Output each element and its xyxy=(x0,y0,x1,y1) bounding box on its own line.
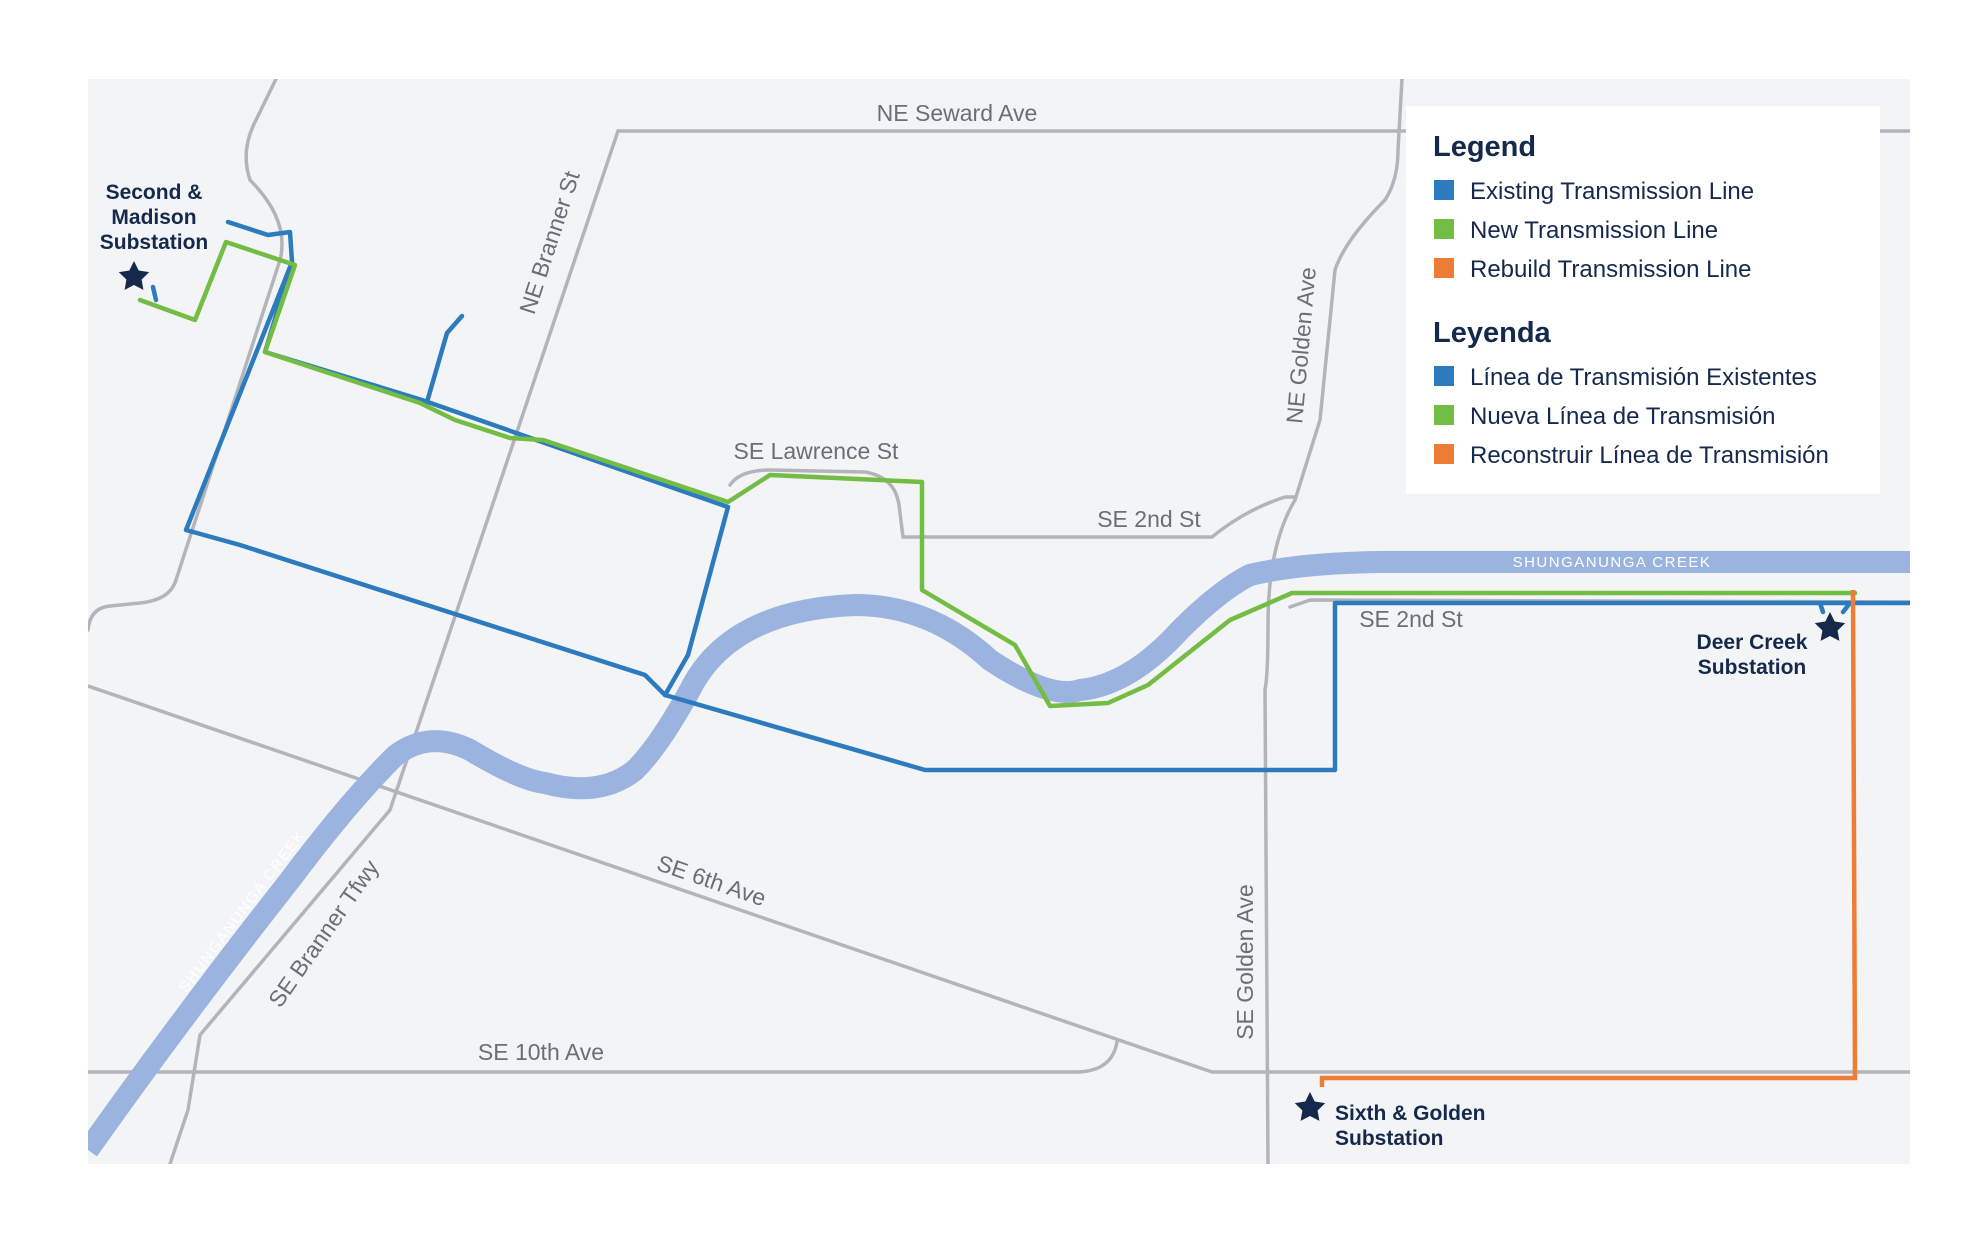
legend-item-new: New Transmission Line xyxy=(1470,217,1718,244)
existing-spur-second-madison xyxy=(150,284,159,303)
legend-item-rebuild: Rebuild Transmission Line xyxy=(1470,256,1751,283)
substation-label-second-madison-1: Second & xyxy=(106,181,203,204)
legend-item-nueva: Nueva Línea de Transmisión xyxy=(1470,403,1776,430)
street-label-se-2nd-lower: SE 2nd St xyxy=(1359,606,1463,632)
road-golden xyxy=(1263,79,1404,1164)
legend-swatch-reconstruir xyxy=(1434,444,1454,464)
substation-sixth-golden: Sixth & Golden Substation xyxy=(1294,1092,1486,1150)
legend-swatch-existentes xyxy=(1434,366,1454,386)
legend-panel: Legend Existing Transmission Line New Tr… xyxy=(1406,106,1880,494)
new-transmission-line xyxy=(137,239,1858,709)
road-ne-branner xyxy=(168,129,620,1164)
shunganunga-creek xyxy=(88,551,1910,1157)
substation-label-second-madison-2: Madison xyxy=(111,206,196,229)
street-label-se-10th: SE 10th Ave xyxy=(478,1039,604,1065)
creek-label-east: SHUNGANUNGA CREEK xyxy=(1513,554,1712,571)
legend-background xyxy=(1406,106,1880,494)
substation-deer-creek: Deer Creek Substation xyxy=(1697,612,1846,679)
star-icon xyxy=(118,261,150,290)
substation-second-madison: Second & Madison Substation xyxy=(100,181,209,290)
legend-title-es: Leyenda xyxy=(1433,317,1552,349)
substation-label-deer-creek-2: Substation xyxy=(1698,656,1807,679)
street-label-se-lawrence: SE Lawrence St xyxy=(734,438,900,464)
substation-label-second-madison-3: Substation xyxy=(100,231,209,254)
street-label-ne-seward: NE Seward Ave xyxy=(877,100,1038,126)
existing-line-loop xyxy=(183,219,1910,773)
legend-swatch-existing xyxy=(1434,180,1454,200)
substation-label-sixth-golden-2: Substation xyxy=(1335,1127,1444,1150)
legend-swatch-new xyxy=(1434,219,1454,239)
existing-spur-deer-creek xyxy=(1817,600,1853,615)
substation-label-sixth-golden-1: Sixth & Golden xyxy=(1335,1102,1486,1125)
legend-item-existentes: Línea de Transmisión Existentes xyxy=(1470,364,1817,391)
star-icon xyxy=(1294,1092,1326,1121)
legend-item-existing: Existing Transmission Line xyxy=(1470,178,1754,205)
legend-swatch-rebuild xyxy=(1434,258,1454,278)
star-icon xyxy=(1814,612,1846,641)
rebuild-transmission-line xyxy=(1319,589,1858,1087)
legend-title-en: Legend xyxy=(1433,131,1536,163)
legend-item-reconstruir: Reconstruir Línea de Transmisión xyxy=(1470,442,1829,469)
road-se-lawrence xyxy=(728,468,1297,539)
road-se-10th xyxy=(88,1040,1910,1074)
existing-spur-northeast xyxy=(424,313,465,405)
road-se-6th xyxy=(88,684,1214,1074)
street-label-se-golden: SE Golden Ave xyxy=(1232,884,1258,1040)
legend-swatch-nueva xyxy=(1434,405,1454,425)
street-label-se-2nd-upper: SE 2nd St xyxy=(1097,506,1201,532)
substation-label-deer-creek-1: Deer Creek xyxy=(1697,631,1808,654)
